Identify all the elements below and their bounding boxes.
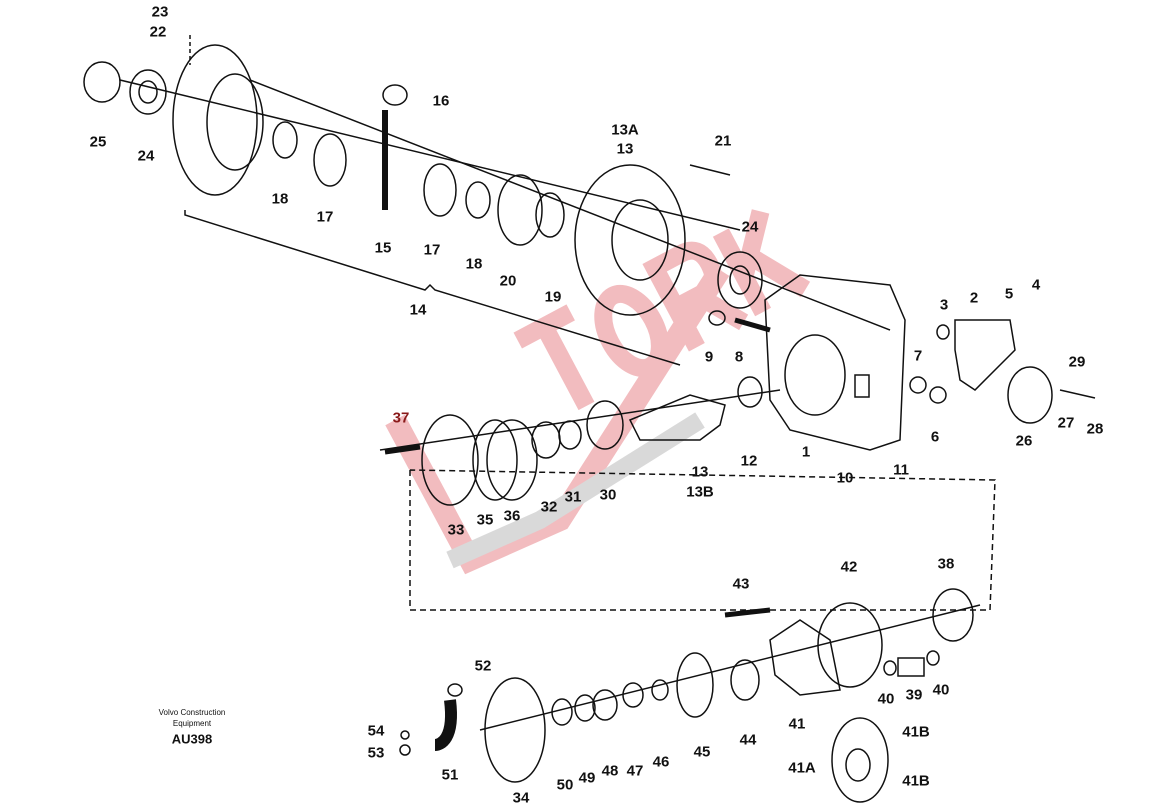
part-label: 37 — [392, 409, 410, 427]
part-label: 8 — [734, 348, 744, 366]
part-label: 1 — [801, 443, 811, 461]
part-label: 12 — [740, 452, 758, 470]
part-label: 54 — [367, 722, 385, 740]
part-label: 26 — [1015, 432, 1033, 450]
publisher-note: Volvo Construction — [158, 708, 226, 717]
part-label: 4 — [1031, 276, 1041, 294]
part-label: 46 — [652, 753, 670, 771]
part-label: 29 — [1068, 353, 1086, 371]
part-label: 41B — [902, 723, 930, 741]
crown-wheel-13 — [574, 164, 686, 316]
part-label: 28 — [1086, 420, 1104, 438]
part-label: 38 — [937, 555, 955, 573]
part-label: 24 — [137, 147, 155, 165]
part-label: 23 — [151, 3, 169, 21]
differential-housing — [172, 44, 258, 196]
part-label: 25 — [89, 133, 107, 151]
part-label: 18 — [271, 190, 289, 208]
part-label: 52 — [474, 657, 492, 675]
part-label: 17 — [423, 241, 441, 259]
part-label: 9 — [704, 348, 714, 366]
part-label: 20 — [499, 272, 517, 290]
part-label: 34 — [512, 789, 530, 807]
flange-33 — [421, 414, 479, 506]
part-label: 21 — [714, 132, 732, 150]
part-label: 6 — [930, 428, 940, 446]
part-label: 32 — [540, 498, 558, 516]
bearing-24 — [129, 69, 167, 115]
part-label: 15 — [374, 239, 392, 257]
part-label: 11 — [893, 461, 909, 479]
part-label: 13 — [616, 140, 634, 158]
part-label: 5 — [1004, 285, 1014, 303]
part-label: 43 — [732, 575, 750, 593]
publisher-note: Equipment — [172, 719, 212, 728]
part-label: 17 — [316, 208, 334, 226]
part-label: 14 — [409, 301, 427, 319]
part-label: 33 — [447, 521, 465, 539]
part-label: 39 — [905, 686, 923, 704]
part-label: 53 — [367, 744, 385, 762]
part-label: 13 — [691, 463, 709, 481]
part-label: 31 — [564, 488, 582, 506]
part-label: 49 — [578, 769, 596, 787]
part-label: 16 — [432, 92, 450, 110]
part-label: 19 — [544, 288, 562, 306]
part-label: 42 — [840, 558, 858, 576]
part-label: 13A — [611, 121, 639, 139]
part-label: 13B — [686, 483, 714, 501]
part-label: 51 — [441, 766, 459, 784]
part-label: 41B — [902, 772, 930, 790]
part-label: 47 — [626, 762, 644, 780]
part-label: 41 — [788, 715, 806, 733]
part-label: 30 — [599, 486, 617, 504]
part-label: 48 — [601, 762, 619, 780]
gear-25 — [83, 61, 121, 103]
carrier-housing-1 — [764, 274, 906, 451]
part-label: 18 — [465, 255, 483, 273]
part-label: 36 — [503, 507, 521, 525]
part-label: 41A — [788, 759, 816, 777]
part-label: 24 — [741, 218, 759, 236]
part-label: 44 — [739, 731, 757, 749]
part-label: 10 — [836, 469, 854, 487]
part-label: 2 — [969, 289, 979, 307]
part-label: 45 — [693, 743, 711, 761]
part-label: 40 — [877, 690, 895, 708]
bearing-24b — [717, 251, 763, 309]
ring-34 — [484, 677, 546, 783]
part-label: 7 — [913, 347, 923, 365]
part-label: 22 — [149, 23, 167, 41]
part-label: 50 — [556, 776, 574, 794]
part-label: 40 — [932, 681, 950, 699]
part-label: 35 — [476, 511, 494, 529]
part-label: 27 — [1057, 414, 1075, 432]
tork-watermark-logo — [385, 209, 811, 575]
part-label: 3 — [939, 296, 949, 314]
figure-code: AU398 — [171, 731, 213, 747]
